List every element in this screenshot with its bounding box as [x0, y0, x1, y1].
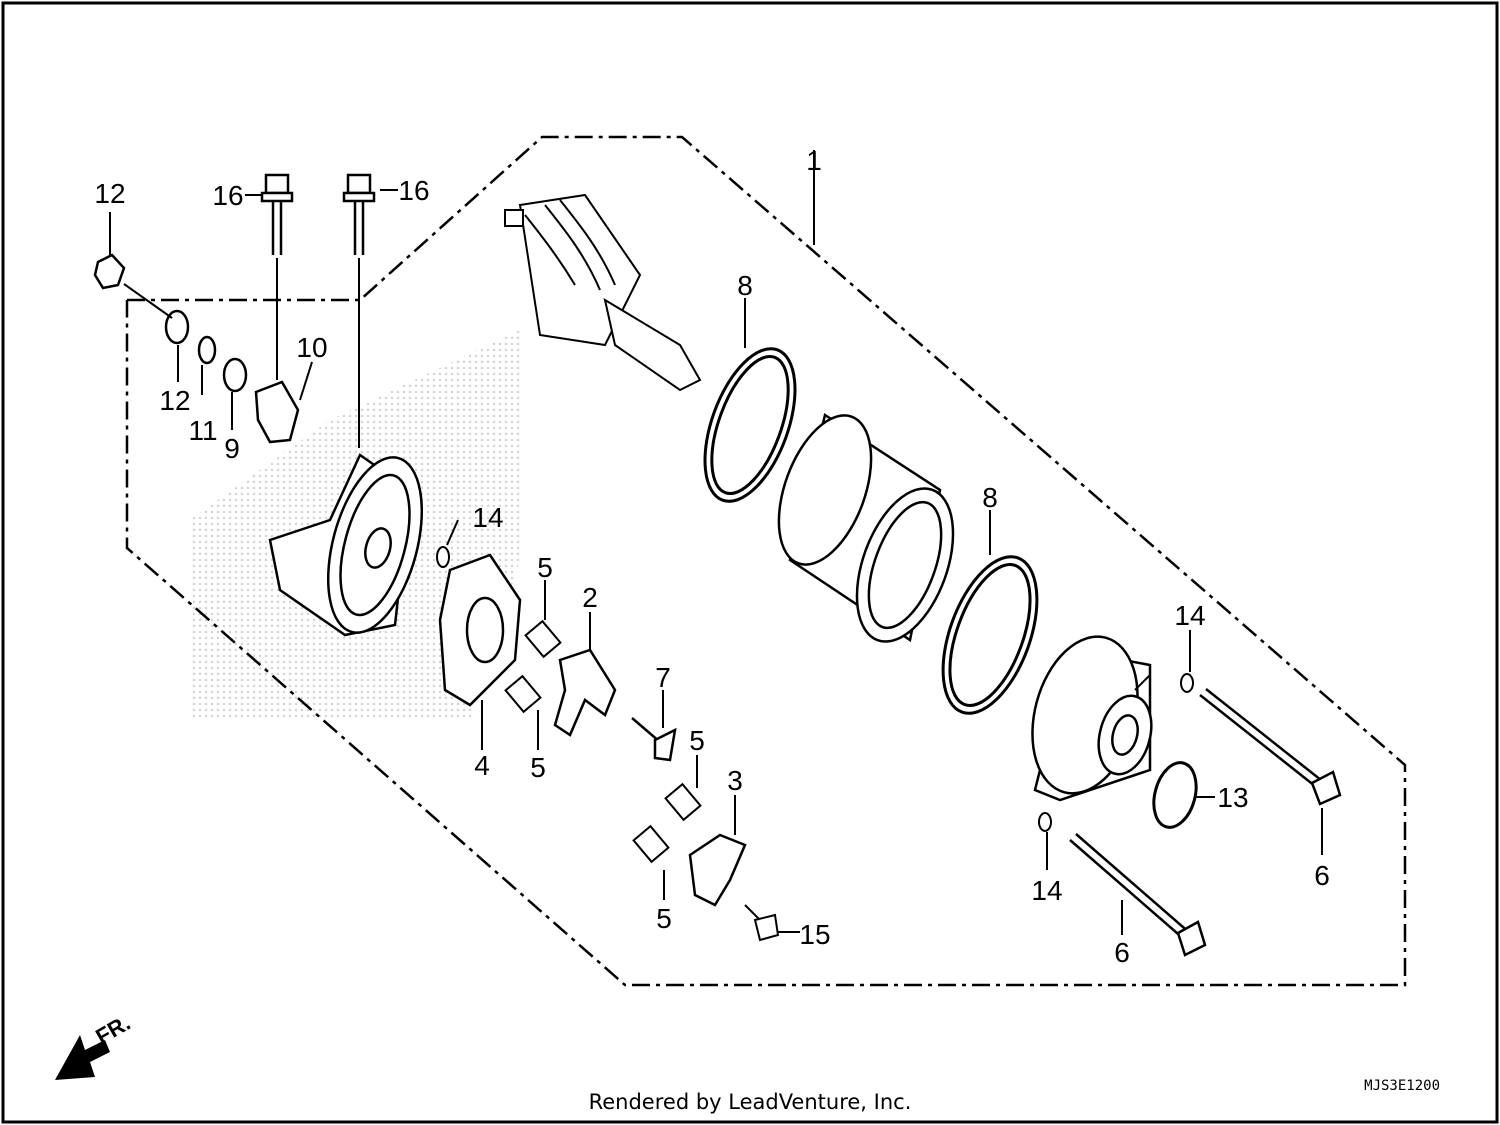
callout-2: 2 [582, 582, 598, 613]
terminal-10 [254, 380, 300, 444]
direction-label: FR. [91, 1010, 134, 1049]
assembly-outline [125, 135, 1407, 987]
callout-9: 9 [224, 433, 240, 464]
nut-12 [164, 309, 190, 345]
brush-spring-3 [664, 782, 702, 822]
brush-spring-4 [632, 824, 670, 864]
nut-12-top [93, 253, 126, 290]
brush-holder [438, 553, 522, 707]
callout-1: 1 [806, 145, 822, 176]
callout-10: 10 [296, 332, 327, 363]
armature [504, 193, 702, 392]
leader-lines [109, 150, 1323, 935]
callout-8-a: 8 [737, 270, 753, 301]
render-credit: Rendered by LeadVenture, Inc. [588, 1090, 912, 1114]
o-ring-upper [703, 347, 797, 503]
callout-16-b: 16 [398, 175, 429, 206]
callout-13: 13 [1217, 782, 1248, 813]
rear-cover [1031, 635, 1153, 802]
bolt-15 [744, 904, 780, 942]
bolt-16-left [260, 173, 294, 255]
diagram-code: MJS3E1200 [1364, 1078, 1440, 1094]
bolt-16-right [342, 173, 376, 255]
through-bolt-lower [1069, 833, 1207, 957]
callout-5-a: 5 [537, 552, 553, 583]
washer-14-front [436, 546, 450, 568]
front-direction-arrow-icon: FR. [55, 1010, 135, 1080]
brush-spring-1 [524, 619, 562, 659]
through-bolt-upper [1199, 688, 1342, 806]
callout-3: 3 [727, 765, 743, 796]
callout-6-a: 6 [1314, 860, 1330, 891]
brush-3 [688, 833, 747, 907]
brush-spring-2 [504, 674, 542, 714]
callout-6-b: 6 [1114, 937, 1130, 968]
callout-14-b: 14 [1174, 600, 1205, 631]
callout-14-c: 14 [1031, 875, 1062, 906]
nut-9 [222, 357, 248, 393]
callout-11: 11 [188, 415, 217, 446]
o-ring-13 [1152, 761, 1198, 829]
callout-4: 4 [474, 750, 490, 781]
callout-5-c: 5 [689, 725, 705, 756]
washer-14-lower [1038, 812, 1052, 832]
callout-15: 15 [799, 919, 830, 950]
callout-14-a: 14 [472, 502, 503, 533]
callout-7: 7 [655, 662, 671, 693]
callout-5-b: 5 [530, 752, 546, 783]
washer-11 [197, 335, 217, 365]
callout-8-b: 8 [982, 482, 998, 513]
front-cover [268, 453, 424, 637]
callout-12-a: 12 [94, 178, 125, 209]
washer-14-right [1180, 673, 1194, 693]
screw-7 [631, 717, 677, 762]
yoke-housing [777, 412, 955, 643]
callout-5-d: 5 [656, 903, 672, 934]
o-ring-lower [941, 555, 1039, 715]
callout-12-b: 12 [159, 385, 190, 416]
callout-16-a: 16 [212, 180, 243, 211]
brush-terminal-2 [553, 648, 617, 737]
